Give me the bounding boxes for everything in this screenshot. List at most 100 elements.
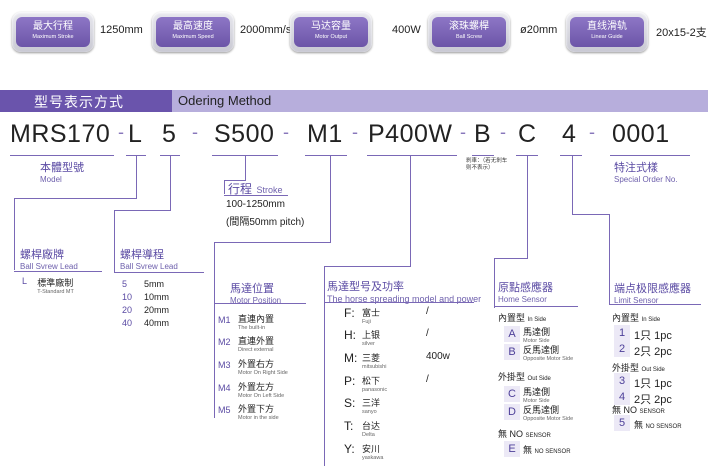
code-motor-position: M1 [307, 120, 343, 148]
connector-line [572, 214, 610, 215]
connector-line [14, 198, 137, 199]
limit-sensor-label: 端点极限感應器 Limit Sensor [614, 283, 691, 305]
connector-line [214, 242, 331, 243]
code-dash: - [589, 122, 595, 142]
stroke-pitch: (間隔50mm pitch) [226, 217, 305, 228]
home-outside-title: 外掛型 Out Side [498, 372, 551, 382]
underline [472, 155, 494, 156]
connector-line [410, 156, 411, 266]
code-dash: - [352, 122, 358, 142]
home-code-b: B [504, 344, 520, 360]
code-model: MRS170 [10, 120, 111, 148]
code-dash: - [500, 122, 506, 142]
section-header: 型号表示方式 Odering Method [0, 90, 708, 112]
connector-line [224, 180, 225, 194]
screw-lead-label: 螺桿導程 Ball Svrew Lead [120, 249, 178, 271]
limit-code-3: 3 [614, 373, 630, 389]
stroke-label: 行程 Stroke [228, 182, 283, 196]
brake-note: 剎車：（若无剎车则不表示） [466, 158, 508, 171]
limit-outside-title: 外掛型 Out Side [612, 363, 665, 373]
connector-line [14, 198, 15, 270]
ball-brand-row: L 標準廠制 T-Standard MT [22, 276, 74, 295]
connector-line [609, 304, 701, 305]
connector-line [324, 266, 411, 267]
underline [305, 155, 347, 156]
connector-line [214, 303, 306, 304]
underline [367, 155, 457, 156]
section-header-en: Odering Method [178, 93, 272, 108]
limit-row: 無 NO SENSOR [634, 420, 682, 430]
home-sensor-label: 原點感應器 Home Sensor [498, 282, 553, 304]
limit-code-4: 4 [614, 389, 630, 405]
home-row: 無 NO SENSOR [523, 445, 571, 455]
connector-line [14, 271, 102, 272]
spec-value: 400W [392, 24, 421, 36]
code-limit-sensor: 4 [562, 120, 577, 148]
connector-line [494, 258, 528, 259]
ball-brand-label: 螺桿廠牌 Ball Svrew Lead [20, 249, 78, 271]
spec-value: 20x15-2支 [656, 27, 707, 39]
section-header-tab: 型号表示方式 [0, 90, 172, 112]
code-dash: - [192, 122, 198, 142]
home-code-c: C [504, 386, 520, 402]
underline [610, 155, 690, 156]
motor-label: 馬達型号及功率 The horse spreading model and po… [327, 281, 482, 304]
connector-line [494, 306, 578, 307]
connector-line [114, 210, 171, 211]
spec-value: 1250mm [100, 24, 143, 36]
code-stroke: S500 [214, 120, 275, 148]
home-code-d: D [504, 404, 520, 420]
connector-line [572, 156, 573, 214]
home-code-e: E [504, 441, 520, 457]
model-label: 本體型號 Model [40, 162, 84, 184]
code-dash: - [460, 122, 466, 142]
connector-line [324, 302, 474, 303]
code-dash: - [118, 122, 124, 142]
limit-row: 1只 1pc [634, 330, 672, 342]
connector-line [324, 266, 325, 466]
limit-code-5: 5 [614, 415, 630, 431]
limit-inside-title: 內置型 In Side [612, 313, 661, 323]
connector-line [224, 195, 288, 196]
connector-line [114, 210, 115, 272]
code-brake: B [474, 120, 492, 148]
underline [516, 155, 538, 156]
spec-value: ø20mm [520, 24, 558, 36]
connector-line [609, 214, 610, 304]
home-inside-title: 內置型 In Side [498, 313, 547, 323]
limit-row: 2只 2pc [634, 346, 672, 358]
home-none-title: 無 NO SENSOR [498, 429, 551, 439]
limit-code-1: 1 [614, 325, 630, 341]
connector-line [136, 156, 137, 198]
code-dash: - [283, 122, 289, 142]
underline [560, 155, 582, 156]
home-code-a: A [504, 326, 520, 342]
code-motor: P400W [368, 120, 453, 148]
code-special: 0001 [612, 120, 670, 148]
code-home-sensor: C [518, 120, 537, 148]
limit-row: 2只 2pc [634, 394, 672, 406]
spec-value: 2000mm/s [240, 24, 292, 36]
underline [160, 155, 180, 156]
special-order-label: 特注式樣 Special Order No. [614, 162, 678, 184]
connector-line [245, 156, 246, 180]
